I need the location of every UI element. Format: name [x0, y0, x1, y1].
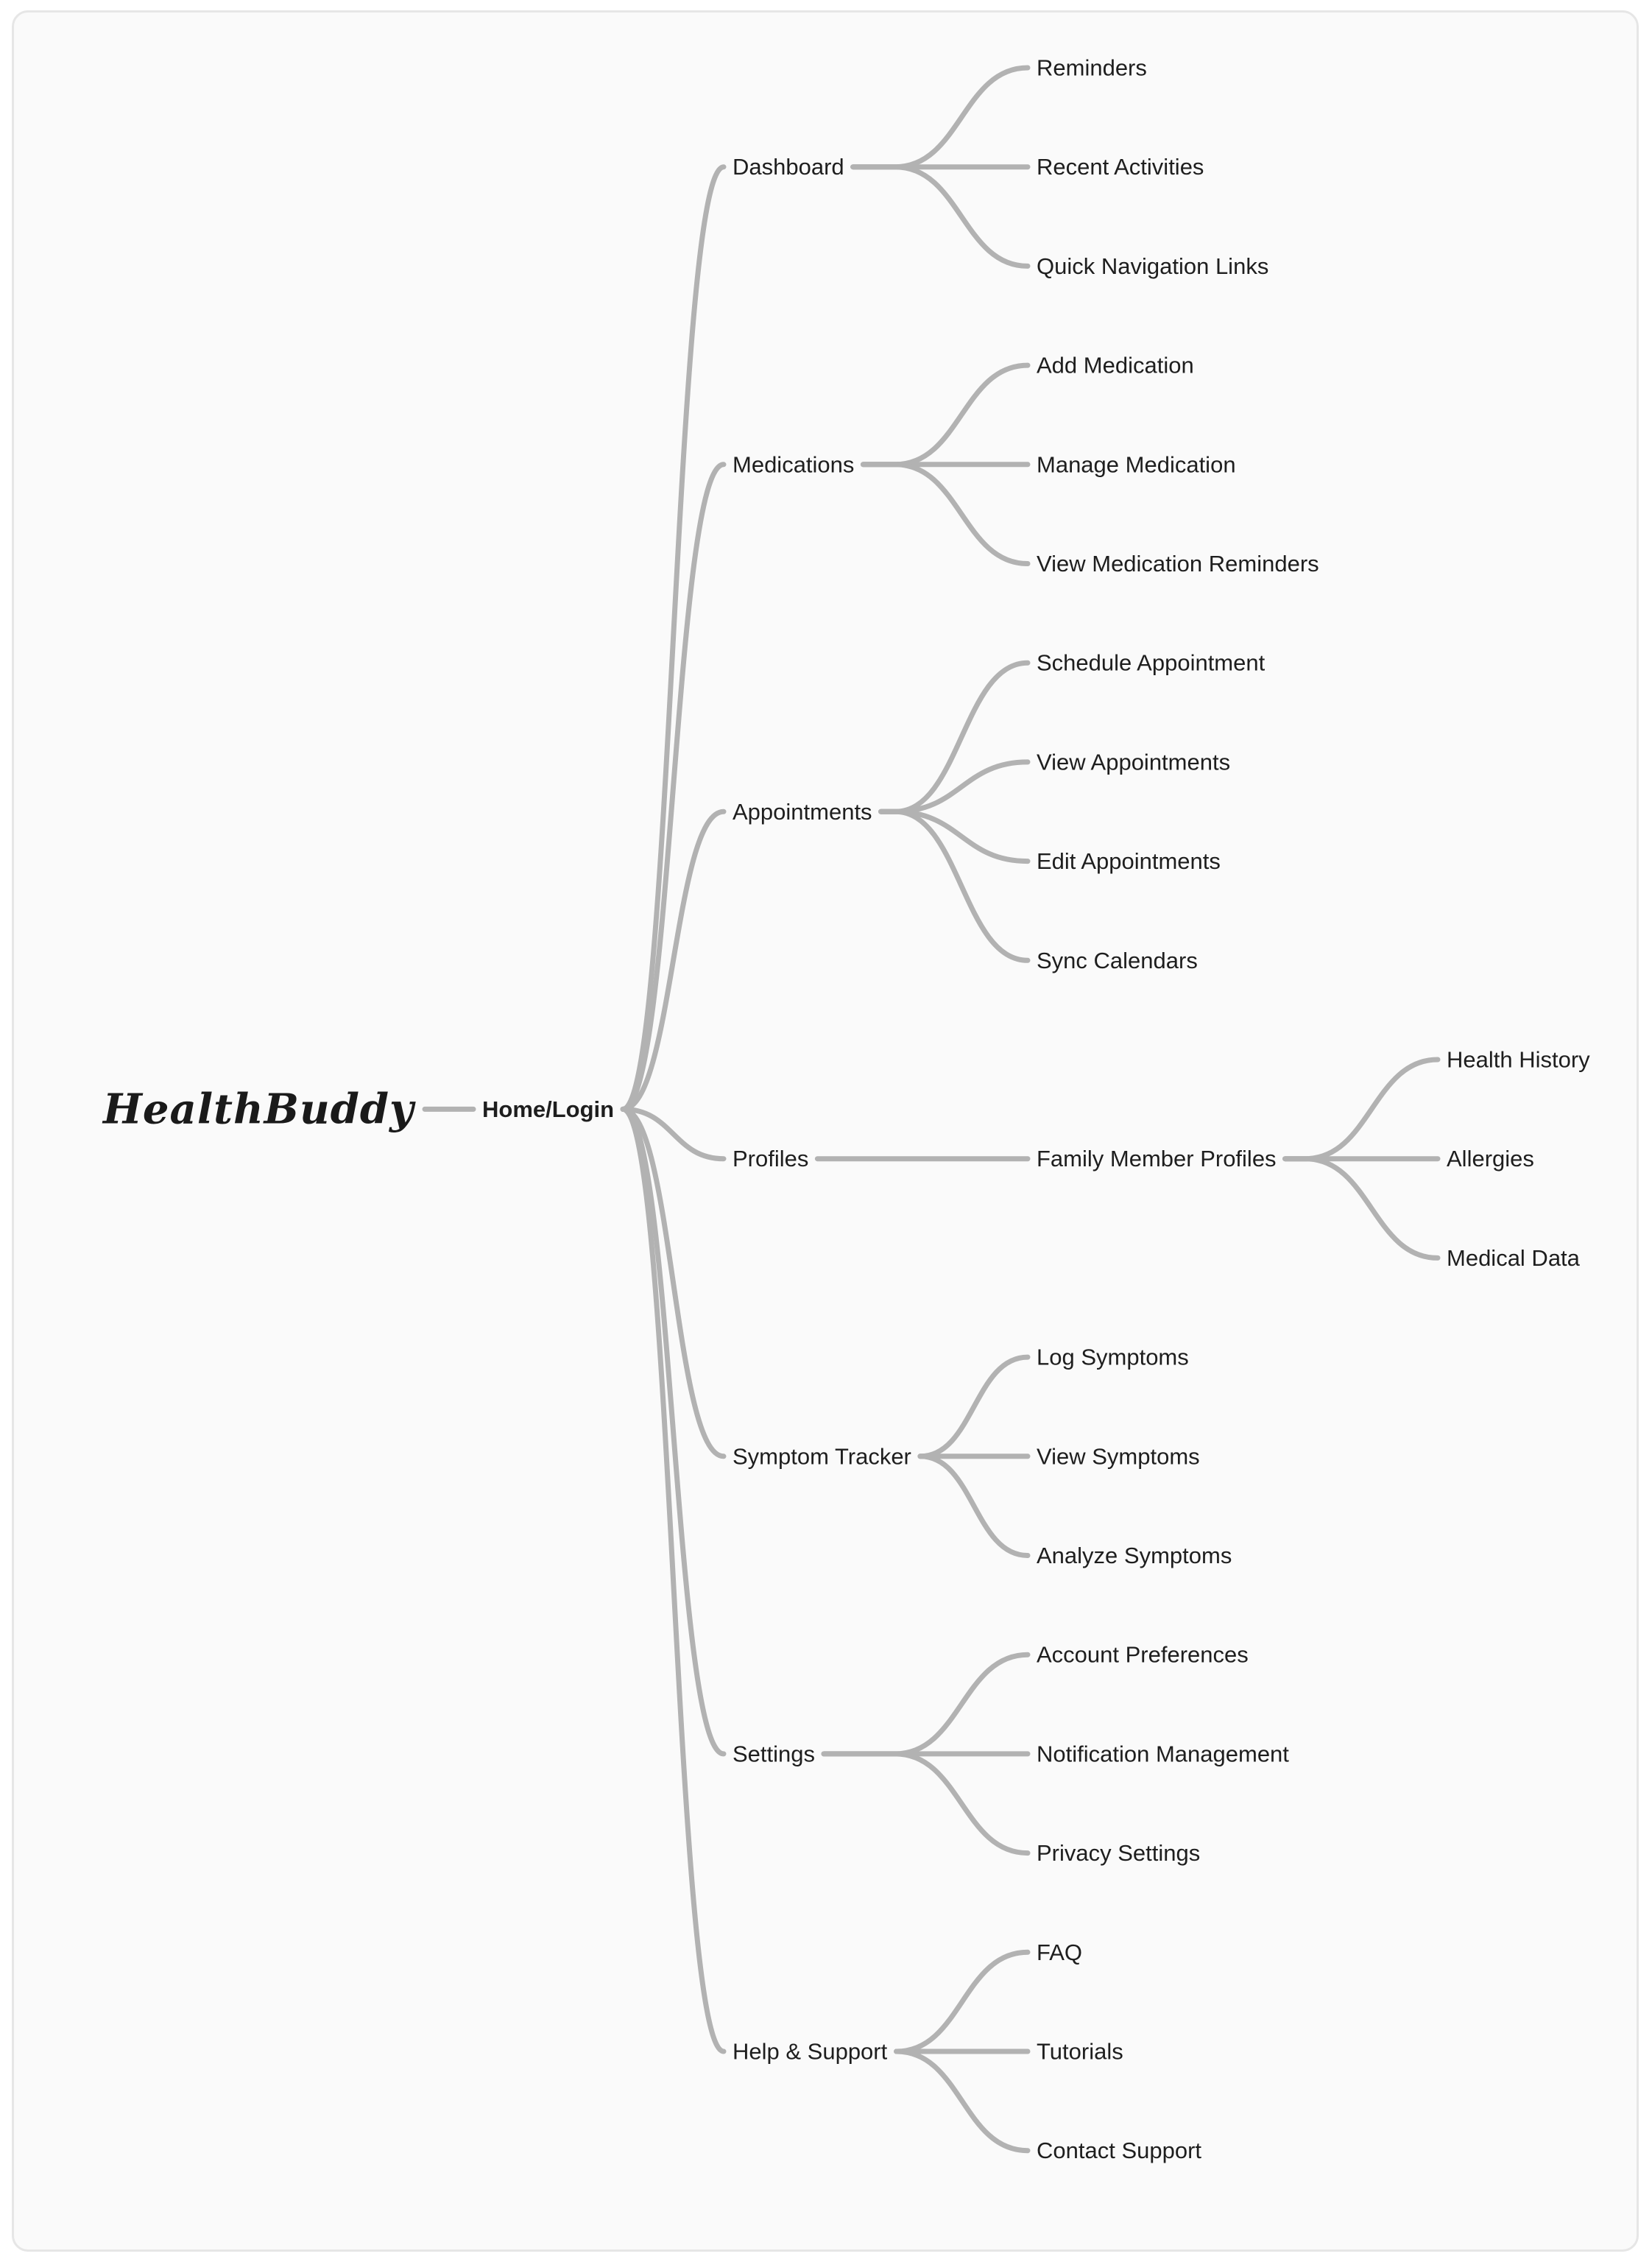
edge-to-analyze-symptoms	[917, 1454, 1031, 1558]
edge-to-health-history	[1282, 1057, 1441, 1162]
edge-to-sync-calendars	[878, 808, 1031, 963]
edge-to-contact-support	[894, 2048, 1031, 2154]
node-contact-support: Contact Support	[1037, 2138, 1201, 2163]
edge-to-reminders	[850, 65, 1031, 170]
node-symptom-tracker: Symptom Tracker	[733, 1443, 911, 1469]
node-home-login: Home/Login	[482, 1096, 614, 1122]
edge-to-view-medication-reminders	[860, 462, 1031, 566]
diagram-canvas	[12, 10, 1639, 2252]
node-quick-navigation-links: Quick Navigation Links	[1037, 253, 1268, 279]
edge-to-appointments	[620, 808, 727, 1112]
edge-to-settings	[620, 1106, 727, 1757]
edge-to-medical-data	[1282, 1156, 1441, 1261]
edge-to-add-medication	[860, 362, 1031, 468]
root-node-label: HealthBuddy	[102, 1085, 416, 1133]
node-view-appointments: View Appointments	[1037, 749, 1230, 775]
edge-to-faq	[894, 1949, 1031, 2054]
mindmap-labels: HealthBuddy Home/Login Dashboard RemindersR…	[102, 55, 1590, 2164]
node-medications: Medications	[733, 451, 854, 477]
node-privacy-settings: Privacy Settings	[1037, 1840, 1200, 1866]
node-recent-activities: Recent Activities	[1037, 154, 1204, 180]
node-add-medication: Add Medication	[1037, 353, 1194, 378]
node-allergies: Allergies	[1447, 1146, 1534, 1171]
node-manage-medication: Manage Medication	[1037, 451, 1236, 477]
node-sync-calendars: Sync Calendars	[1037, 948, 1198, 973]
node-dashboard: Dashboard	[733, 154, 844, 180]
edge-to-log-symptoms	[917, 1354, 1031, 1459]
node-profiles: Profiles	[733, 1146, 808, 1171]
node-help-and-support: Help & Support	[733, 2039, 888, 2065]
node-settings: Settings	[733, 1741, 815, 1766]
edge-to-medications	[620, 462, 727, 1112]
node-edit-appointments: Edit Appointments	[1037, 848, 1221, 874]
edge-to-symptom-tracker	[620, 1106, 727, 1459]
edge-to-view-appointments	[878, 759, 1031, 814]
node-medical-data: Medical Data	[1447, 1245, 1581, 1271]
node-faq: FAQ	[1037, 1939, 1082, 1965]
node-view-symptoms: View Symptoms	[1037, 1443, 1200, 1469]
node-family-member-profiles: Family Member Profiles	[1037, 1146, 1277, 1171]
node-view-medication-reminders: View Medication Reminders	[1037, 551, 1319, 577]
mindmap-edges	[422, 65, 1441, 2154]
node-tutorials: Tutorials	[1037, 2039, 1123, 2065]
node-notification-management: Notification Management	[1037, 1741, 1289, 1766]
edge-to-profiles	[620, 1106, 727, 1162]
node-analyze-symptoms: Analyze Symptoms	[1037, 1543, 1232, 1568]
node-log-symptoms: Log Symptoms	[1037, 1345, 1189, 1370]
node-health-history: Health History	[1447, 1047, 1590, 1073]
edge-to-privacy-settings	[821, 1751, 1031, 1856]
node-account-preferences: Account Preferences	[1037, 1642, 1249, 1668]
node-appointments: Appointments	[733, 799, 872, 825]
edge-to-dashboard	[620, 164, 727, 1112]
edge-to-account-preferences	[821, 1652, 1031, 1757]
edge-to-edit-appointments	[878, 808, 1031, 864]
node-reminders: Reminders	[1037, 55, 1147, 81]
edge-to-help-and-support	[620, 1106, 727, 2054]
node-schedule-appointment: Schedule Appointment	[1037, 650, 1266, 676]
edge-to-quick-navigation-links	[850, 164, 1031, 269]
